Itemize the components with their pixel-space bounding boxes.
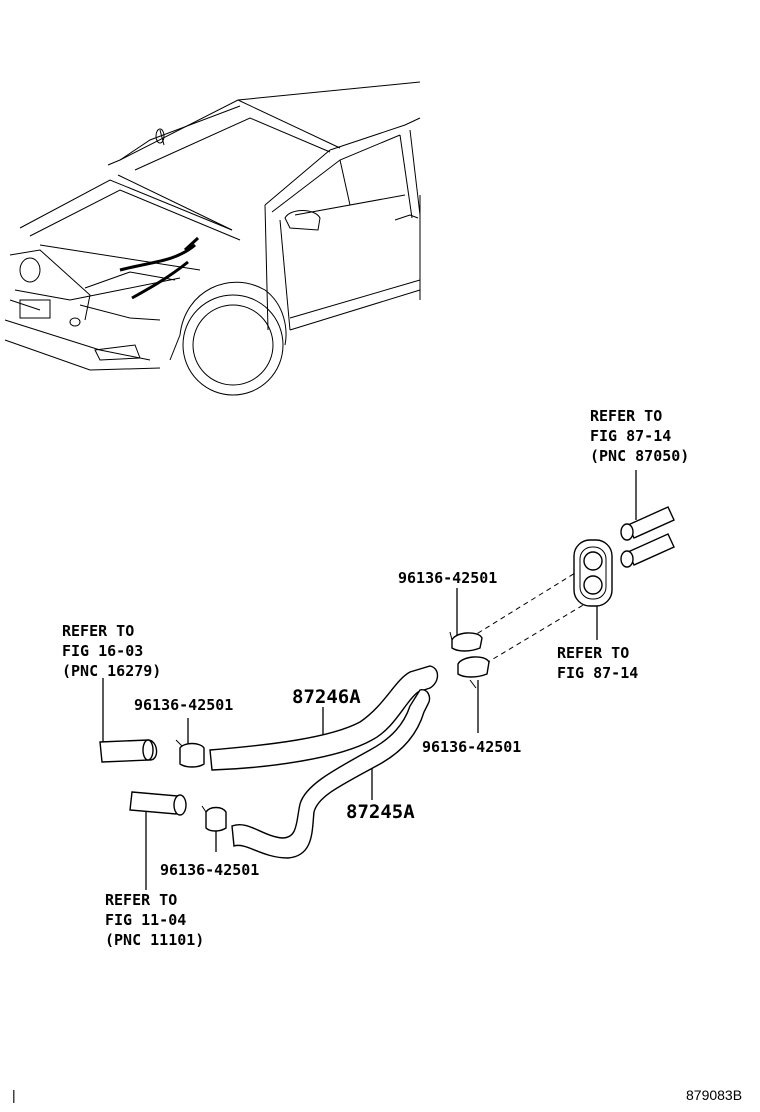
hose-87246a bbox=[209, 665, 439, 771]
ref-left-upper: REFER TO FIG 16-03 (PNC 16279) bbox=[62, 622, 161, 680]
ref-grommet-line-2: FIG 87-14 bbox=[557, 664, 638, 682]
heater-pipes bbox=[620, 506, 675, 568]
connection-dashes bbox=[469, 564, 601, 669]
clamp-left-lower bbox=[201, 805, 227, 832]
ref-left-upper-line-3: (PNC 16279) bbox=[62, 662, 161, 680]
ref-top-right: REFER TO FIG 87-14 (PNC 87050) bbox=[590, 407, 689, 465]
ref-left-upper-line-1: REFER TO bbox=[62, 622, 134, 640]
ref-grommet: REFER TO FIG 87-14 bbox=[557, 644, 638, 682]
ref-left-lower-line-3: (PNC 11101) bbox=[105, 931, 204, 949]
part-clamp-left-upper: 96136-42501 bbox=[134, 696, 233, 714]
part-clamp-top-lower: 96136-42501 bbox=[422, 738, 521, 756]
part-hose-upper: 87246A bbox=[292, 686, 361, 708]
ref-left-lower-line-2: FIG 11-04 bbox=[105, 911, 186, 929]
ref-left-lower-line-1: REFER TO bbox=[105, 891, 177, 909]
clamp-lower-right bbox=[457, 656, 490, 689]
ref-top-right-line-3: (PNC 87050) bbox=[590, 447, 689, 465]
vehicle-illustration bbox=[4, 81, 421, 396]
left-upper-pipe bbox=[99, 739, 158, 763]
ref-top-right-line-2: FIG 87-14 bbox=[590, 427, 671, 445]
part-hose-lower: 87245A bbox=[346, 801, 415, 823]
ref-left-lower: REFER TO FIG 11-04 (PNC 11101) bbox=[105, 891, 204, 949]
part-clamp-top-upper: 96136-42501 bbox=[398, 569, 497, 587]
ref-grommet-line-1: REFER TO bbox=[557, 644, 629, 662]
heater-grommet bbox=[573, 539, 613, 607]
hose-87245a bbox=[231, 689, 431, 859]
ref-top-right-line-1: REFER TO bbox=[590, 407, 662, 425]
clamp-upper-right bbox=[449, 631, 483, 652]
leader-lines bbox=[102, 470, 637, 890]
part-clamp-left-lower: 96136-42501 bbox=[160, 861, 259, 879]
left-lower-pipe bbox=[129, 791, 187, 816]
diagram-code: 879083B bbox=[686, 1087, 742, 1103]
ref-left-upper-line-2: FIG 16-03 bbox=[62, 642, 143, 660]
corner-mark: | bbox=[12, 1087, 16, 1103]
clamp-left-upper bbox=[175, 739, 205, 768]
